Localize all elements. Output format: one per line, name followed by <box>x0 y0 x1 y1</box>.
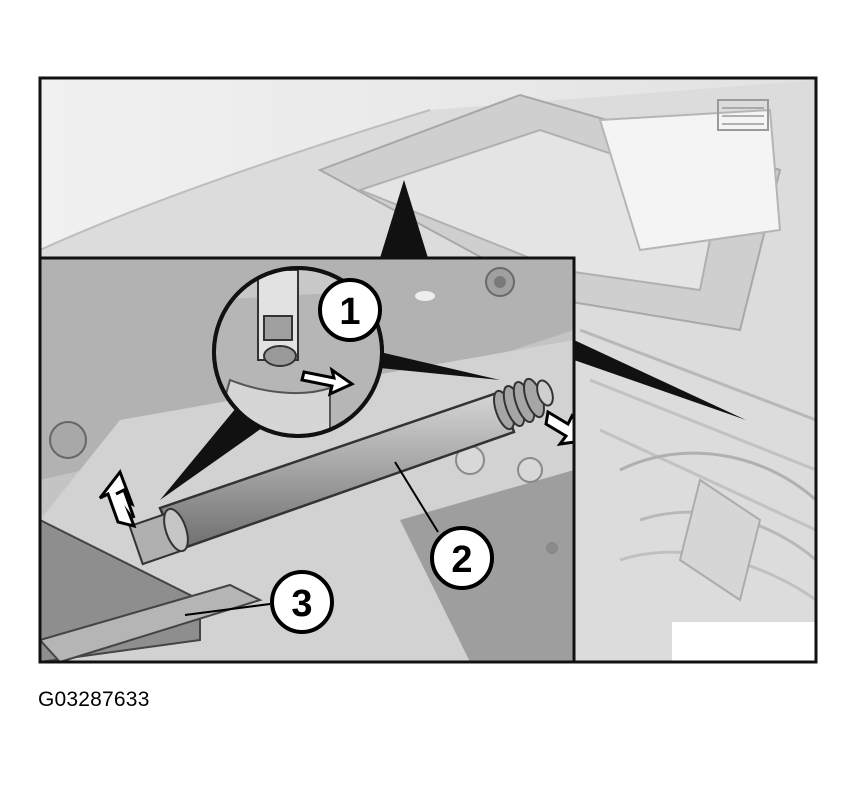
callout-1: 1 <box>318 278 382 342</box>
callout-3: 3 <box>270 570 334 634</box>
figure-id-label: G03287633 <box>38 688 150 711</box>
callout-number-2: 2 <box>451 539 472 581</box>
callout-number-1: 1 <box>339 291 360 333</box>
callout-2: 2 <box>430 526 494 590</box>
magnifier-pointer-right <box>380 352 500 380</box>
gas-strut <box>128 377 554 566</box>
figure-frame <box>38 76 818 664</box>
release-arrow-right <box>544 409 574 446</box>
magnifier-pointer <box>160 408 262 500</box>
release-arrow-left <box>98 468 137 529</box>
callout-number-3: 3 <box>291 583 312 625</box>
